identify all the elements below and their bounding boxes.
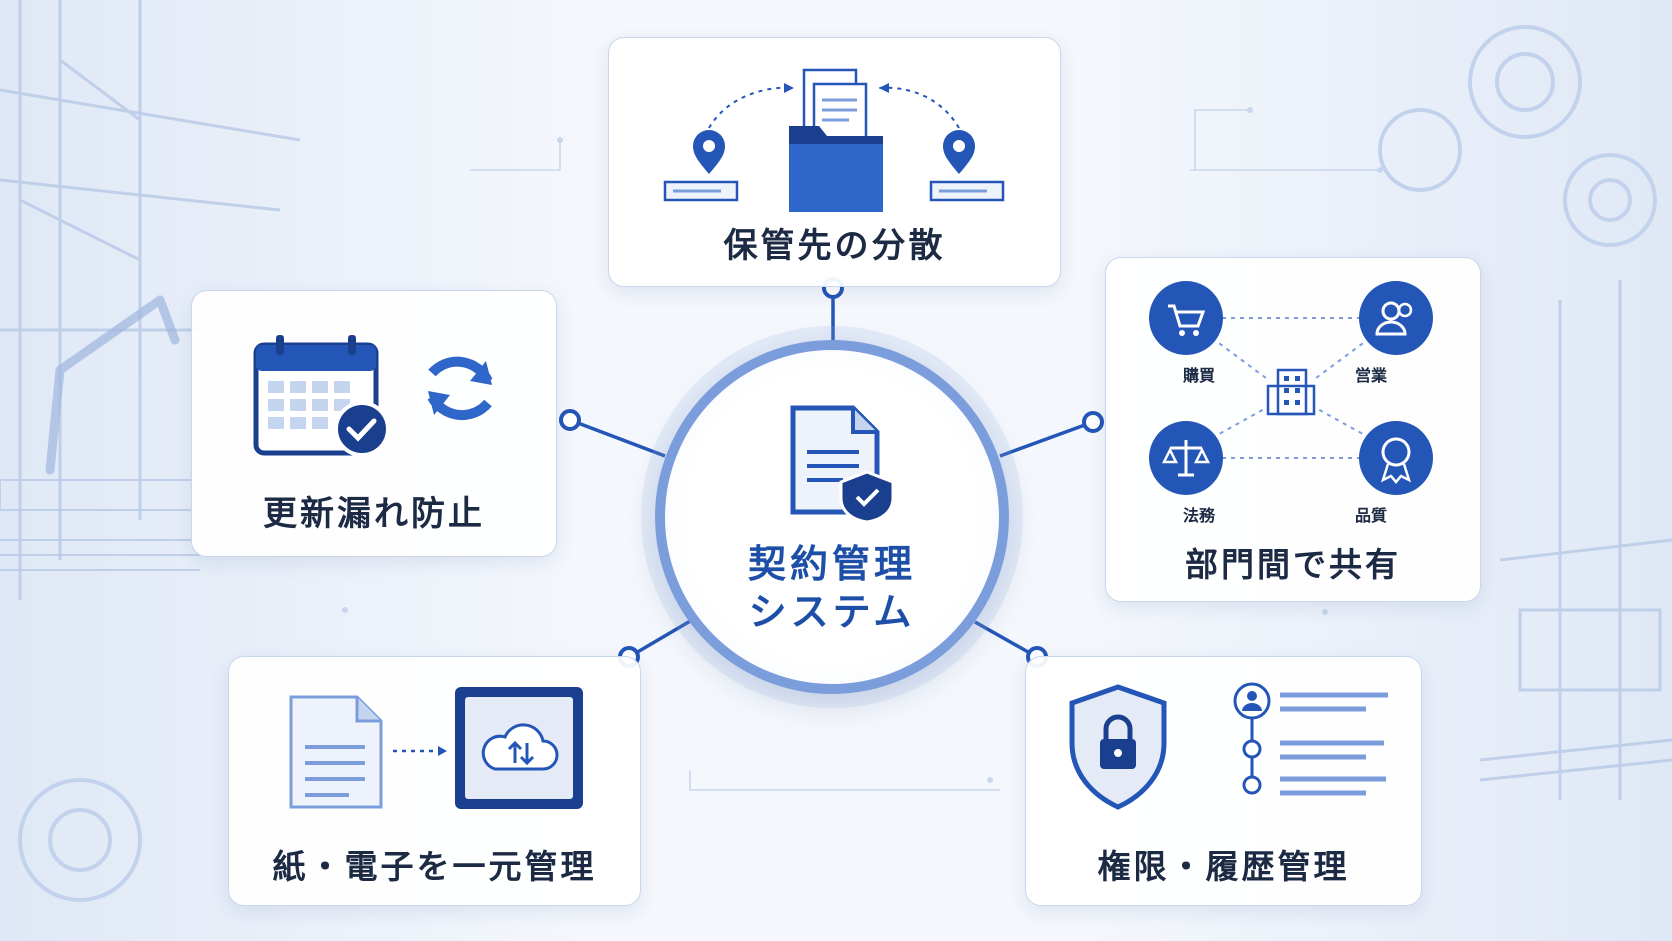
- department-label-purchasing: 購買: [1182, 366, 1215, 385]
- gear-icon: [18, 25, 1657, 902]
- card-storage-dispersion: 保管先の分散: [608, 37, 1061, 287]
- factory-frame-right: [1479, 280, 1672, 800]
- department-label-legal: 法務: [1182, 506, 1215, 525]
- robot-arm-illustration: [45, 295, 180, 475]
- card-label: 保管先の分散: [723, 226, 946, 266]
- cloud-sync-icon: [455, 687, 583, 809]
- card-access-history: 権限・履歴管理: [1025, 656, 1422, 906]
- scales-icon: [1149, 421, 1223, 495]
- connector-bottom-right: [974, 620, 1038, 659]
- department-label-sales: 営業: [1354, 366, 1387, 385]
- card-department-sharing: 購買 営業 法務 品質 部門間で共有: [1105, 257, 1481, 602]
- connector-bottom-left: [628, 618, 693, 659]
- connector-node-left: [559, 409, 581, 431]
- department-label-quality: 品質: [1354, 506, 1387, 525]
- user-history-icon: [1233, 682, 1388, 796]
- card-label: 部門間で共有: [1185, 545, 1401, 584]
- contract-management-hub: 契約管理 システム: [655, 340, 1009, 694]
- card-label: 紙・電子を一元管理: [272, 847, 597, 886]
- department-network-icon: [1149, 281, 1433, 495]
- calendar-check-icon: [253, 335, 493, 457]
- card-label: 権限・履歴管理: [1097, 847, 1350, 886]
- paper-document-icon: [289, 687, 583, 809]
- location-pin-icon: [693, 130, 725, 174]
- cart-icon: [1149, 281, 1223, 355]
- card-label: 更新漏れ防止: [263, 494, 485, 534]
- connector-right: [999, 420, 1094, 458]
- award-icon: [1359, 421, 1433, 495]
- document-shield-icon: [790, 405, 895, 522]
- connector-node-right: [1082, 411, 1104, 433]
- hub-title-line1: 契約管理: [747, 542, 916, 586]
- shield-lock-icon: [1069, 682, 1388, 810]
- connector-left: [569, 418, 666, 458]
- hub-title-line2: システム: [748, 590, 916, 634]
- users-icon: [1359, 281, 1433, 355]
- card-renewal-prevention: 更新漏れ防止: [191, 290, 557, 557]
- hub-title: 契約管理 システム: [665, 540, 999, 636]
- card-unified-management: 紙・電子を一元管理: [228, 656, 641, 906]
- folder-documents-icon: [663, 68, 1005, 212]
- building-icon: [1266, 368, 1316, 416]
- factory-frame-left: [0, 0, 301, 600]
